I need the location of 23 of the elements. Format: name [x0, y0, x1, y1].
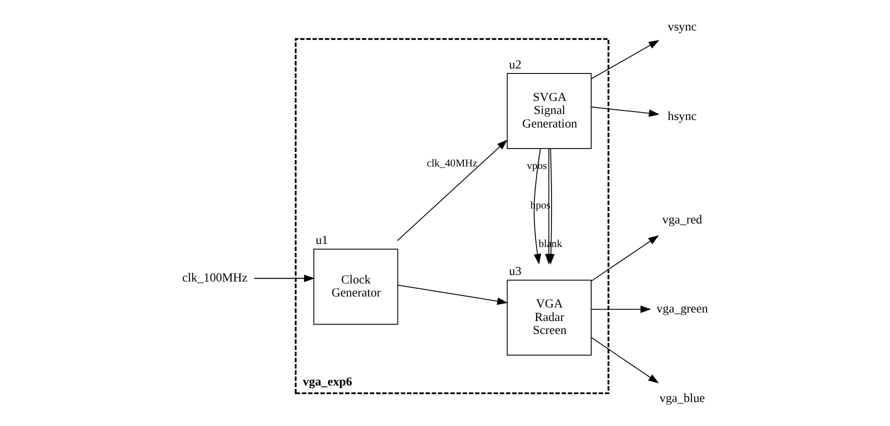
node-label: u2 [509, 57, 522, 72]
arrow [254, 274, 315, 282]
node-box: SVGA Signal Generation [506, 72, 592, 149]
node-box: Clock Generator [313, 248, 398, 325]
edge-label: clk_40MHz [426, 158, 478, 170]
arrow [590, 306, 652, 314]
node-text: hsync [668, 108, 697, 123]
arrow [590, 336, 659, 384]
node-label: u1 [316, 233, 328, 248]
arrow [396, 284, 508, 305]
arrow [590, 106, 660, 117]
arrow [534, 148, 542, 265]
arrow [590, 40, 660, 80]
arrow [396, 140, 508, 242]
node-label: u3 [509, 264, 522, 278]
node-text: vga_green [656, 302, 708, 316]
node-box: VGA Radar Screen [506, 280, 592, 356]
arrow [545, 148, 553, 264]
node-text: vsync [668, 20, 697, 34]
arrow [590, 235, 659, 282]
node-text: clk_100MHz [182, 270, 248, 285]
node-text: vga_blue [660, 390, 705, 405]
node-text: vga_red [662, 212, 702, 226]
